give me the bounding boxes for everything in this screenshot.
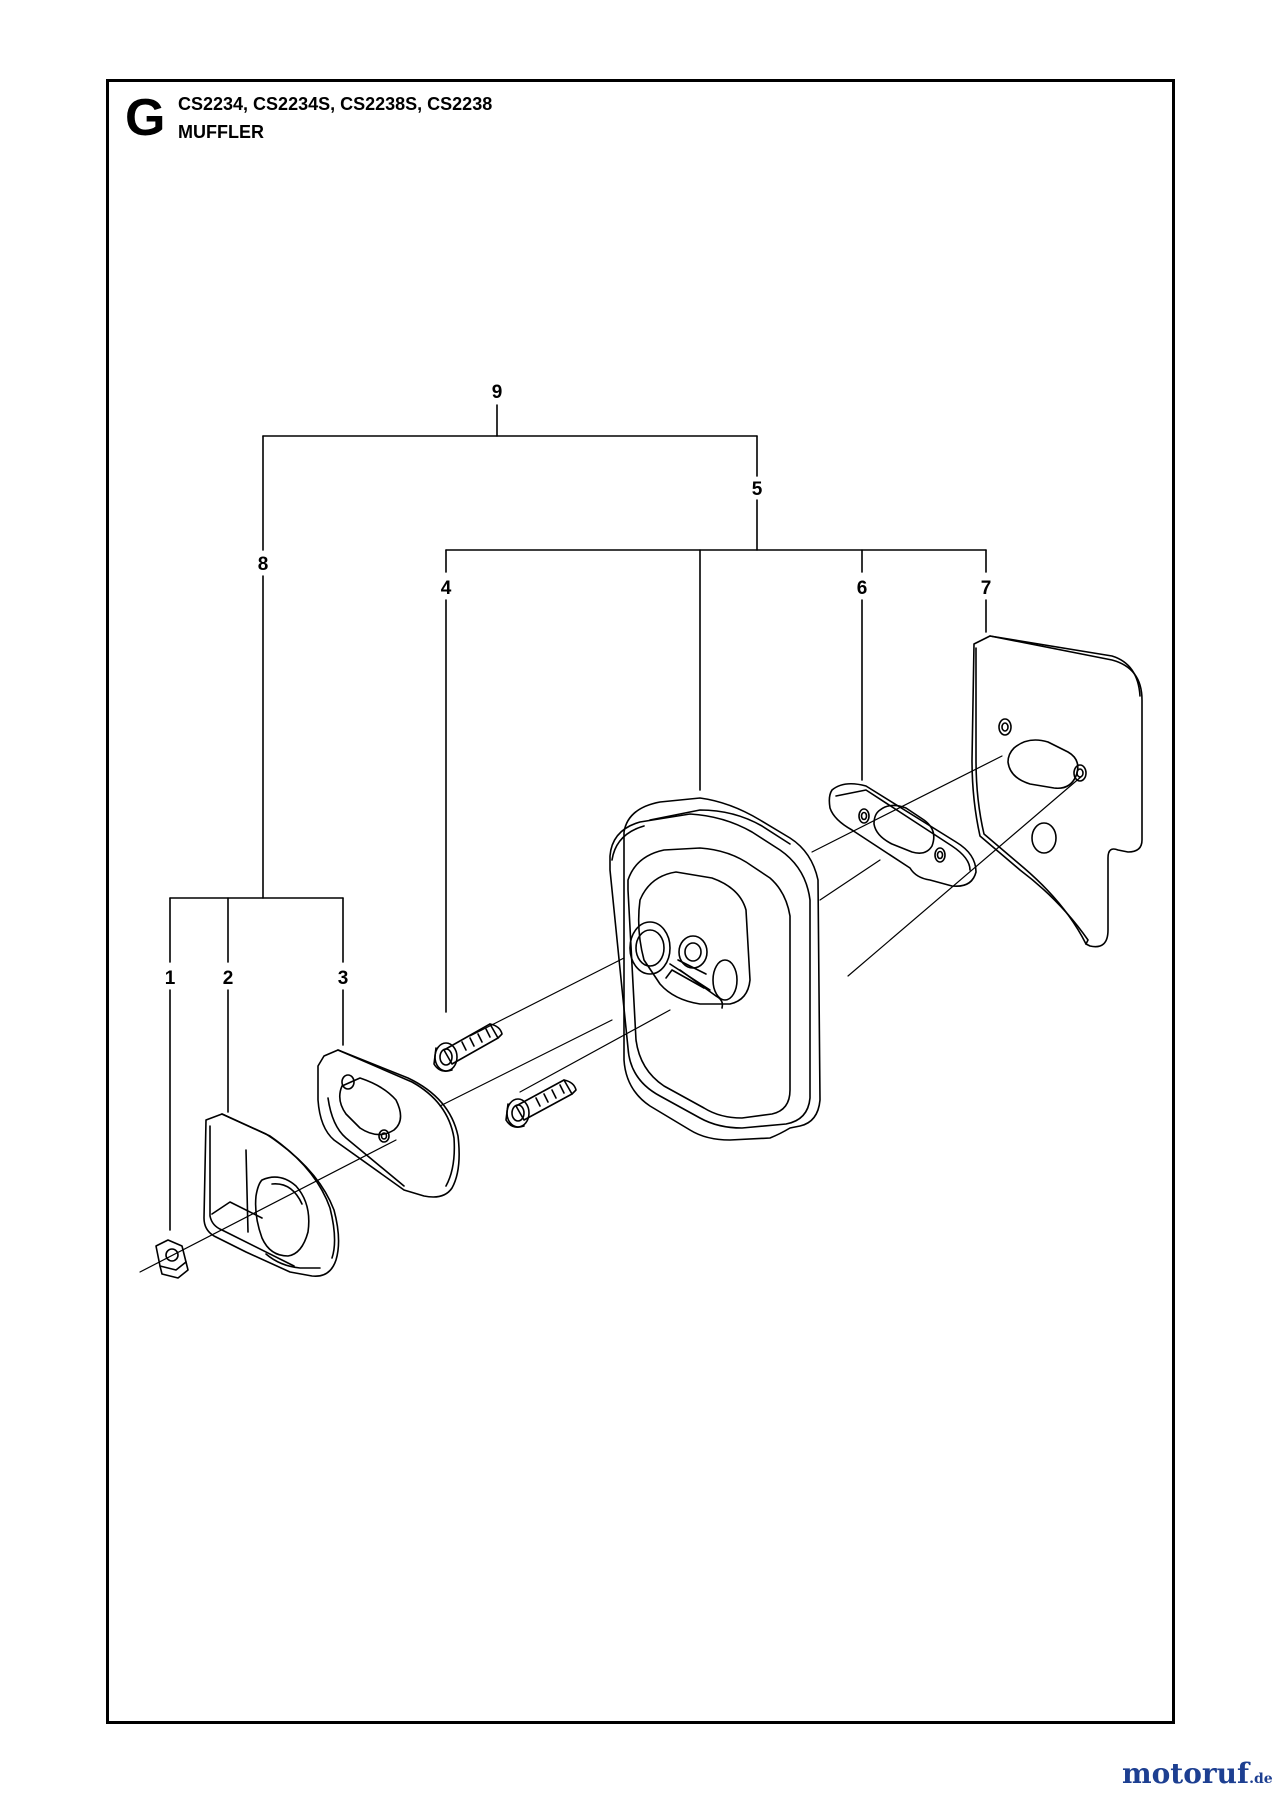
part-7-heat-shield <box>971 635 1143 948</box>
page-border <box>106 79 1175 1724</box>
callout-5: 5 <box>752 479 763 500</box>
callout-7: 7 <box>981 578 992 599</box>
callout-leader-lines <box>169 404 987 1231</box>
callout-2: 2 <box>223 968 234 989</box>
callout-9: 9 <box>492 382 503 403</box>
callout-labels: 9 5 8 4 6 7 1 2 3 <box>165 382 992 989</box>
part-4-screws <box>433 1023 577 1128</box>
watermark-tld: .de <box>1249 1771 1273 1787</box>
callout-1: 1 <box>165 968 176 989</box>
part-6-gasket <box>828 782 977 888</box>
part-1-nut <box>155 1239 189 1279</box>
section-letter: G <box>125 89 166 147</box>
callout-3: 3 <box>338 968 349 989</box>
watermark-logo: motoruf.de <box>1122 1760 1273 1788</box>
model-list: CS2234, CS2234S, CS2238S, CS2238 <box>178 94 493 114</box>
part-2-muffler-cover <box>203 1113 340 1277</box>
part-3-baffle-plate <box>317 1049 460 1198</box>
callout-4: 4 <box>441 578 452 599</box>
diagram-title: MUFFLER <box>178 122 264 142</box>
watermark-text: motoruf <box>1122 1757 1250 1790</box>
callout-6: 6 <box>857 578 868 599</box>
callout-8: 8 <box>258 554 269 575</box>
part-5-muffler-body <box>609 797 821 1141</box>
